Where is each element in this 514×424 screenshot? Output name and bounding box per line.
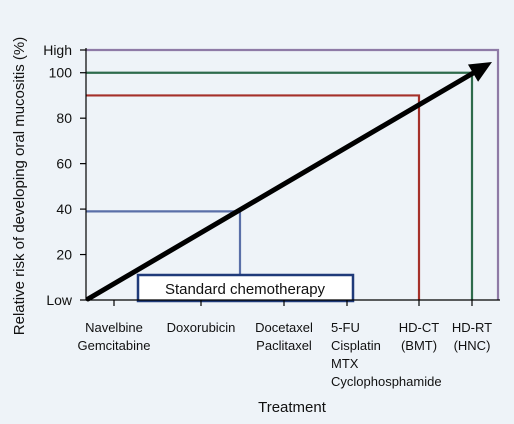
x-category-label-5-0: HD-RT [452,320,492,335]
x-category-label-4-1: (BMT) [401,338,437,353]
risk-level-line-3 [86,48,500,300]
y-tick-label-3: 60 [56,156,72,172]
annotation-box [136,273,355,303]
y-axis-title: Relative risk of developing oral mucosit… [11,37,28,335]
y-tick-label-5: 100 [49,65,73,81]
x-category-label-3-2: MTX [331,356,359,371]
x-category-label-4-0: HD-CT [399,320,439,335]
y-tick-label-1: 20 [56,247,72,263]
annotation-label: Standard chemotherapy [165,281,326,298]
x-category-label-3-1: Cisplatin [331,338,381,353]
x-category-label-2-0: Docetaxel [255,320,313,335]
x-category-label-0-0: Navelbine [85,320,143,335]
trend-arrow-shaft [85,70,476,302]
x-category-label-5-1: (HNC) [454,338,491,353]
y-tick-label-6: High [43,42,72,58]
trend-arrow [85,62,492,302]
y-tick-label-0: Low [46,292,73,308]
risk-level-line-1 [86,94,421,300]
x-category-label-2-1: Paclitaxel [256,338,312,353]
x-category-label-0-1: Gemcitabine [78,338,151,353]
trend-arrow-head [467,62,492,82]
x-axis-title: Treatment [258,399,327,416]
y-tick-label-2: 40 [56,201,72,217]
x-category-label-3-3: Cyclophosphamide [331,374,442,389]
x-category-label-1-0: Doxorubicin [167,320,236,335]
y-tick-label-4: 80 [56,110,72,126]
axes [85,48,500,301]
standard-chemo-annotation: Standard chemotherapy [136,273,355,303]
x-category-label-3-0: 5-FU [331,320,360,335]
y-ticks: Low 20 40 60 80 100 High [43,42,86,308]
